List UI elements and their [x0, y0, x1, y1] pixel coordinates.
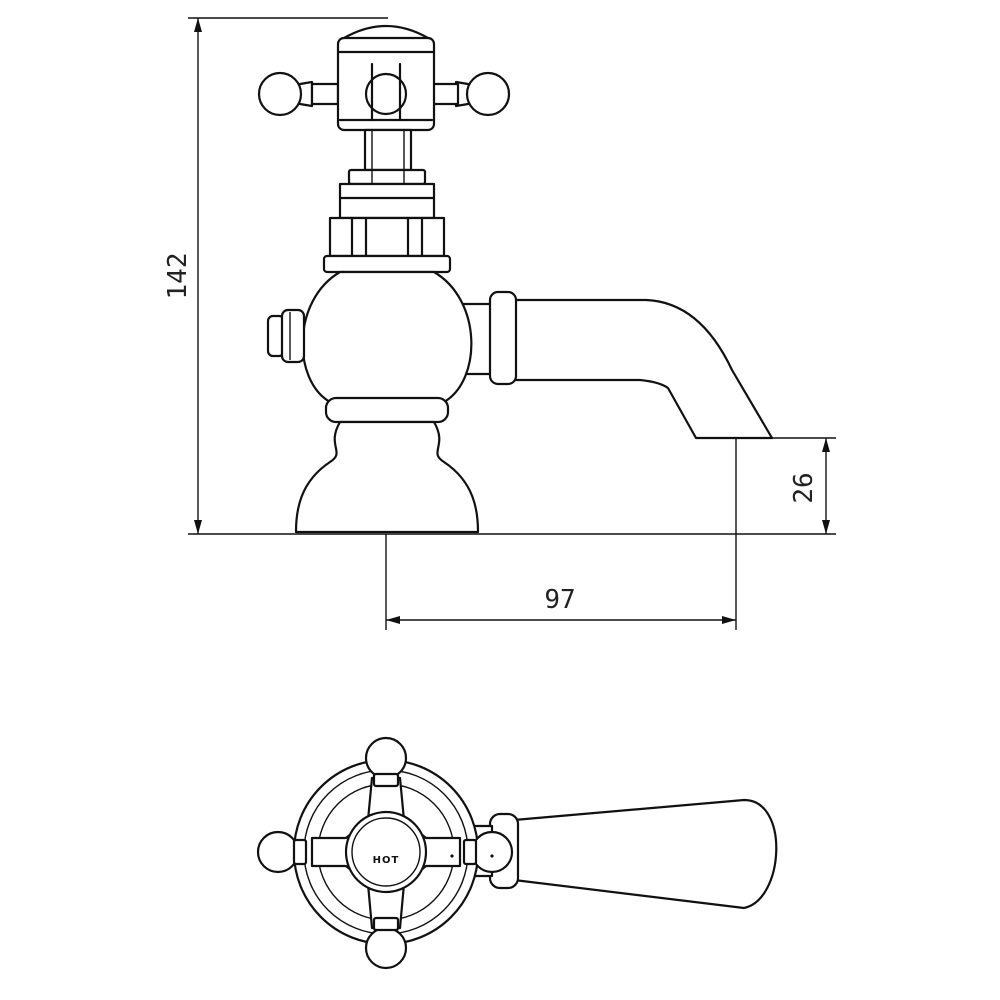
plan-view: HOT: [256, 736, 778, 970]
side-indicator: [266, 308, 306, 364]
dimension-spout-height-label: 26: [789, 472, 819, 503]
hot-indicator-label: HOT: [373, 855, 400, 866]
handle-knob-right: [430, 71, 511, 117]
spout: [454, 290, 774, 440]
spindle: [347, 128, 427, 186]
handle-knob-left: [257, 71, 340, 117]
headgear-nut: [322, 182, 452, 274]
handle-hub: [336, 24, 436, 132]
dimension-reach-label: 97: [544, 585, 575, 615]
tap-body: [294, 270, 480, 534]
centre-cap: HOT: [344, 810, 428, 894]
dimension-spout-height: 26: [736, 437, 836, 534]
dimension-reach: 97: [385, 438, 737, 630]
side-elevation: 142 26 97: [163, 17, 836, 630]
dimension-height: 142: [163, 17, 388, 534]
dimension-height-label: 142: [163, 253, 193, 300]
